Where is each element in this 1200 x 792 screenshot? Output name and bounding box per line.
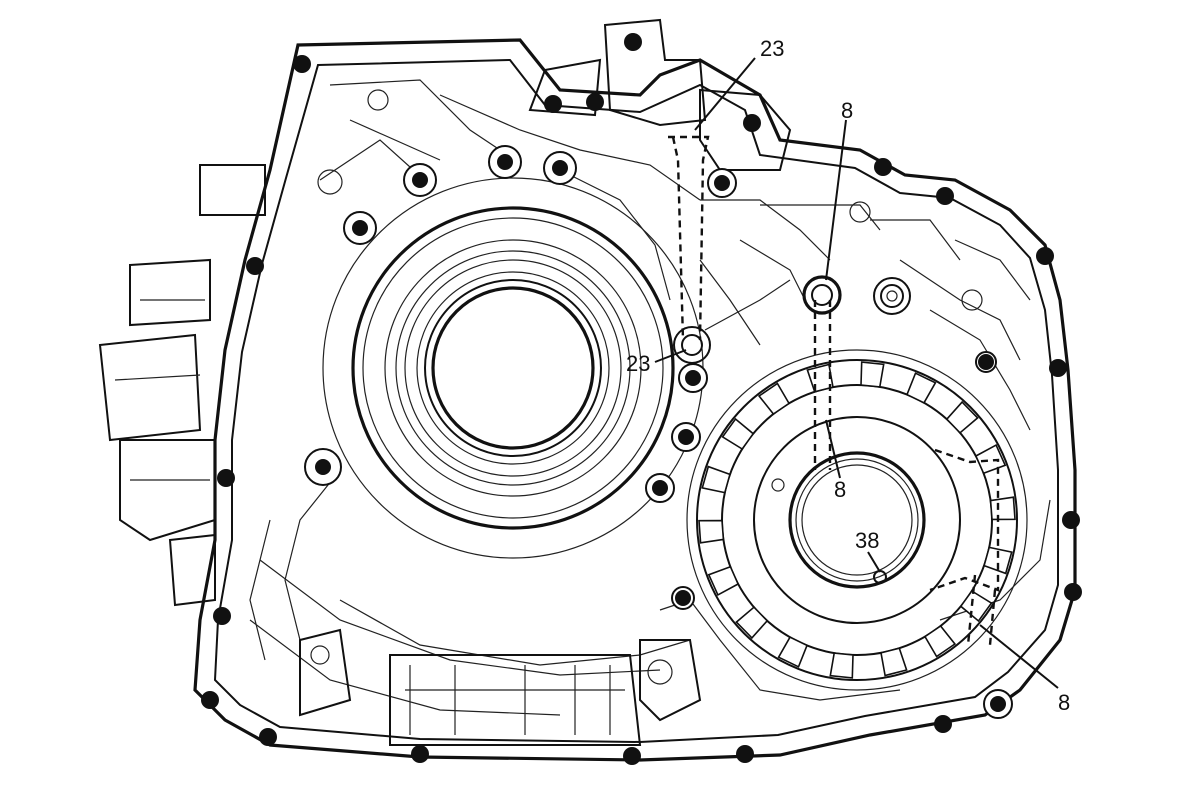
clutch-lug — [945, 400, 979, 434]
bolt-hole — [259, 728, 277, 746]
clutch-lug — [959, 589, 993, 623]
clutch-lug — [757, 382, 791, 416]
bolt-hole — [1049, 359, 1067, 377]
top-boss — [528, 18, 792, 171]
bolt-hole — [246, 257, 264, 275]
clutch-lug — [974, 443, 1007, 475]
bolt-hole — [623, 747, 641, 765]
clutch-lug — [923, 624, 957, 658]
callout-8-center: 8 — [834, 477, 846, 502]
clutch-lug — [735, 606, 769, 640]
clutch-lug — [701, 465, 731, 494]
callout-8-top: 8 — [841, 98, 853, 123]
bolt-hole — [497, 154, 513, 170]
bolt-hole — [736, 745, 754, 763]
lower-pockets — [299, 628, 702, 746]
internal-ribs — [249, 79, 1051, 716]
ports — [317, 89, 983, 584]
main-bore — [322, 177, 704, 559]
bolt-hole — [978, 354, 994, 370]
bolt-hole — [675, 590, 691, 606]
bolt-hole — [213, 607, 231, 625]
clutch-lugs — [698, 361, 1016, 679]
bolt-hole — [714, 175, 730, 191]
clutch-lug — [983, 546, 1013, 575]
bolt-hole — [990, 696, 1006, 712]
clutch-lug — [905, 372, 937, 404]
bolt-hole — [936, 187, 954, 205]
leader-lines — [654, 57, 1059, 689]
clutch-lug — [721, 417, 755, 451]
bolt-hole — [411, 745, 429, 763]
bolt-hole — [934, 715, 952, 733]
bolt-holes — [201, 33, 1082, 765]
clutch-lug — [880, 647, 908, 677]
bolt-hole — [586, 93, 604, 111]
bolt-hole — [552, 160, 568, 176]
bolt-hole — [544, 95, 562, 113]
fluid-passages — [668, 135, 1000, 646]
bolt-hole — [874, 158, 892, 176]
bolt-hole — [743, 114, 761, 132]
callout-23-top: 23 — [760, 36, 784, 61]
bolt-hole — [217, 469, 235, 487]
clutch-lug — [698, 519, 725, 544]
clutch-lug — [829, 652, 854, 679]
clutch-lug — [860, 361, 885, 388]
bolt-hole — [678, 429, 694, 445]
callout-23-port: 23 — [626, 351, 650, 376]
callout-38: 38 — [855, 528, 879, 553]
bolt-hole — [1064, 583, 1082, 601]
bolt-hole — [652, 480, 668, 496]
bolt-hole — [1036, 247, 1054, 265]
bolt-hole — [201, 691, 219, 709]
left-housing-detail — [98, 164, 266, 607]
bolt-hole — [352, 220, 368, 236]
bolt-hole — [412, 172, 428, 188]
right-bore — [686, 349, 1028, 691]
bolt-hole — [293, 55, 311, 73]
bolt-hole — [1062, 511, 1080, 529]
bolt-hole — [685, 370, 701, 386]
clutch-lug — [989, 496, 1016, 521]
clutch-lug — [707, 565, 740, 597]
bolt-hole — [315, 459, 331, 475]
clutch-lug — [777, 636, 809, 668]
callout-8-lower-right: 8 — [1058, 690, 1070, 715]
bolt-hole — [624, 33, 642, 51]
